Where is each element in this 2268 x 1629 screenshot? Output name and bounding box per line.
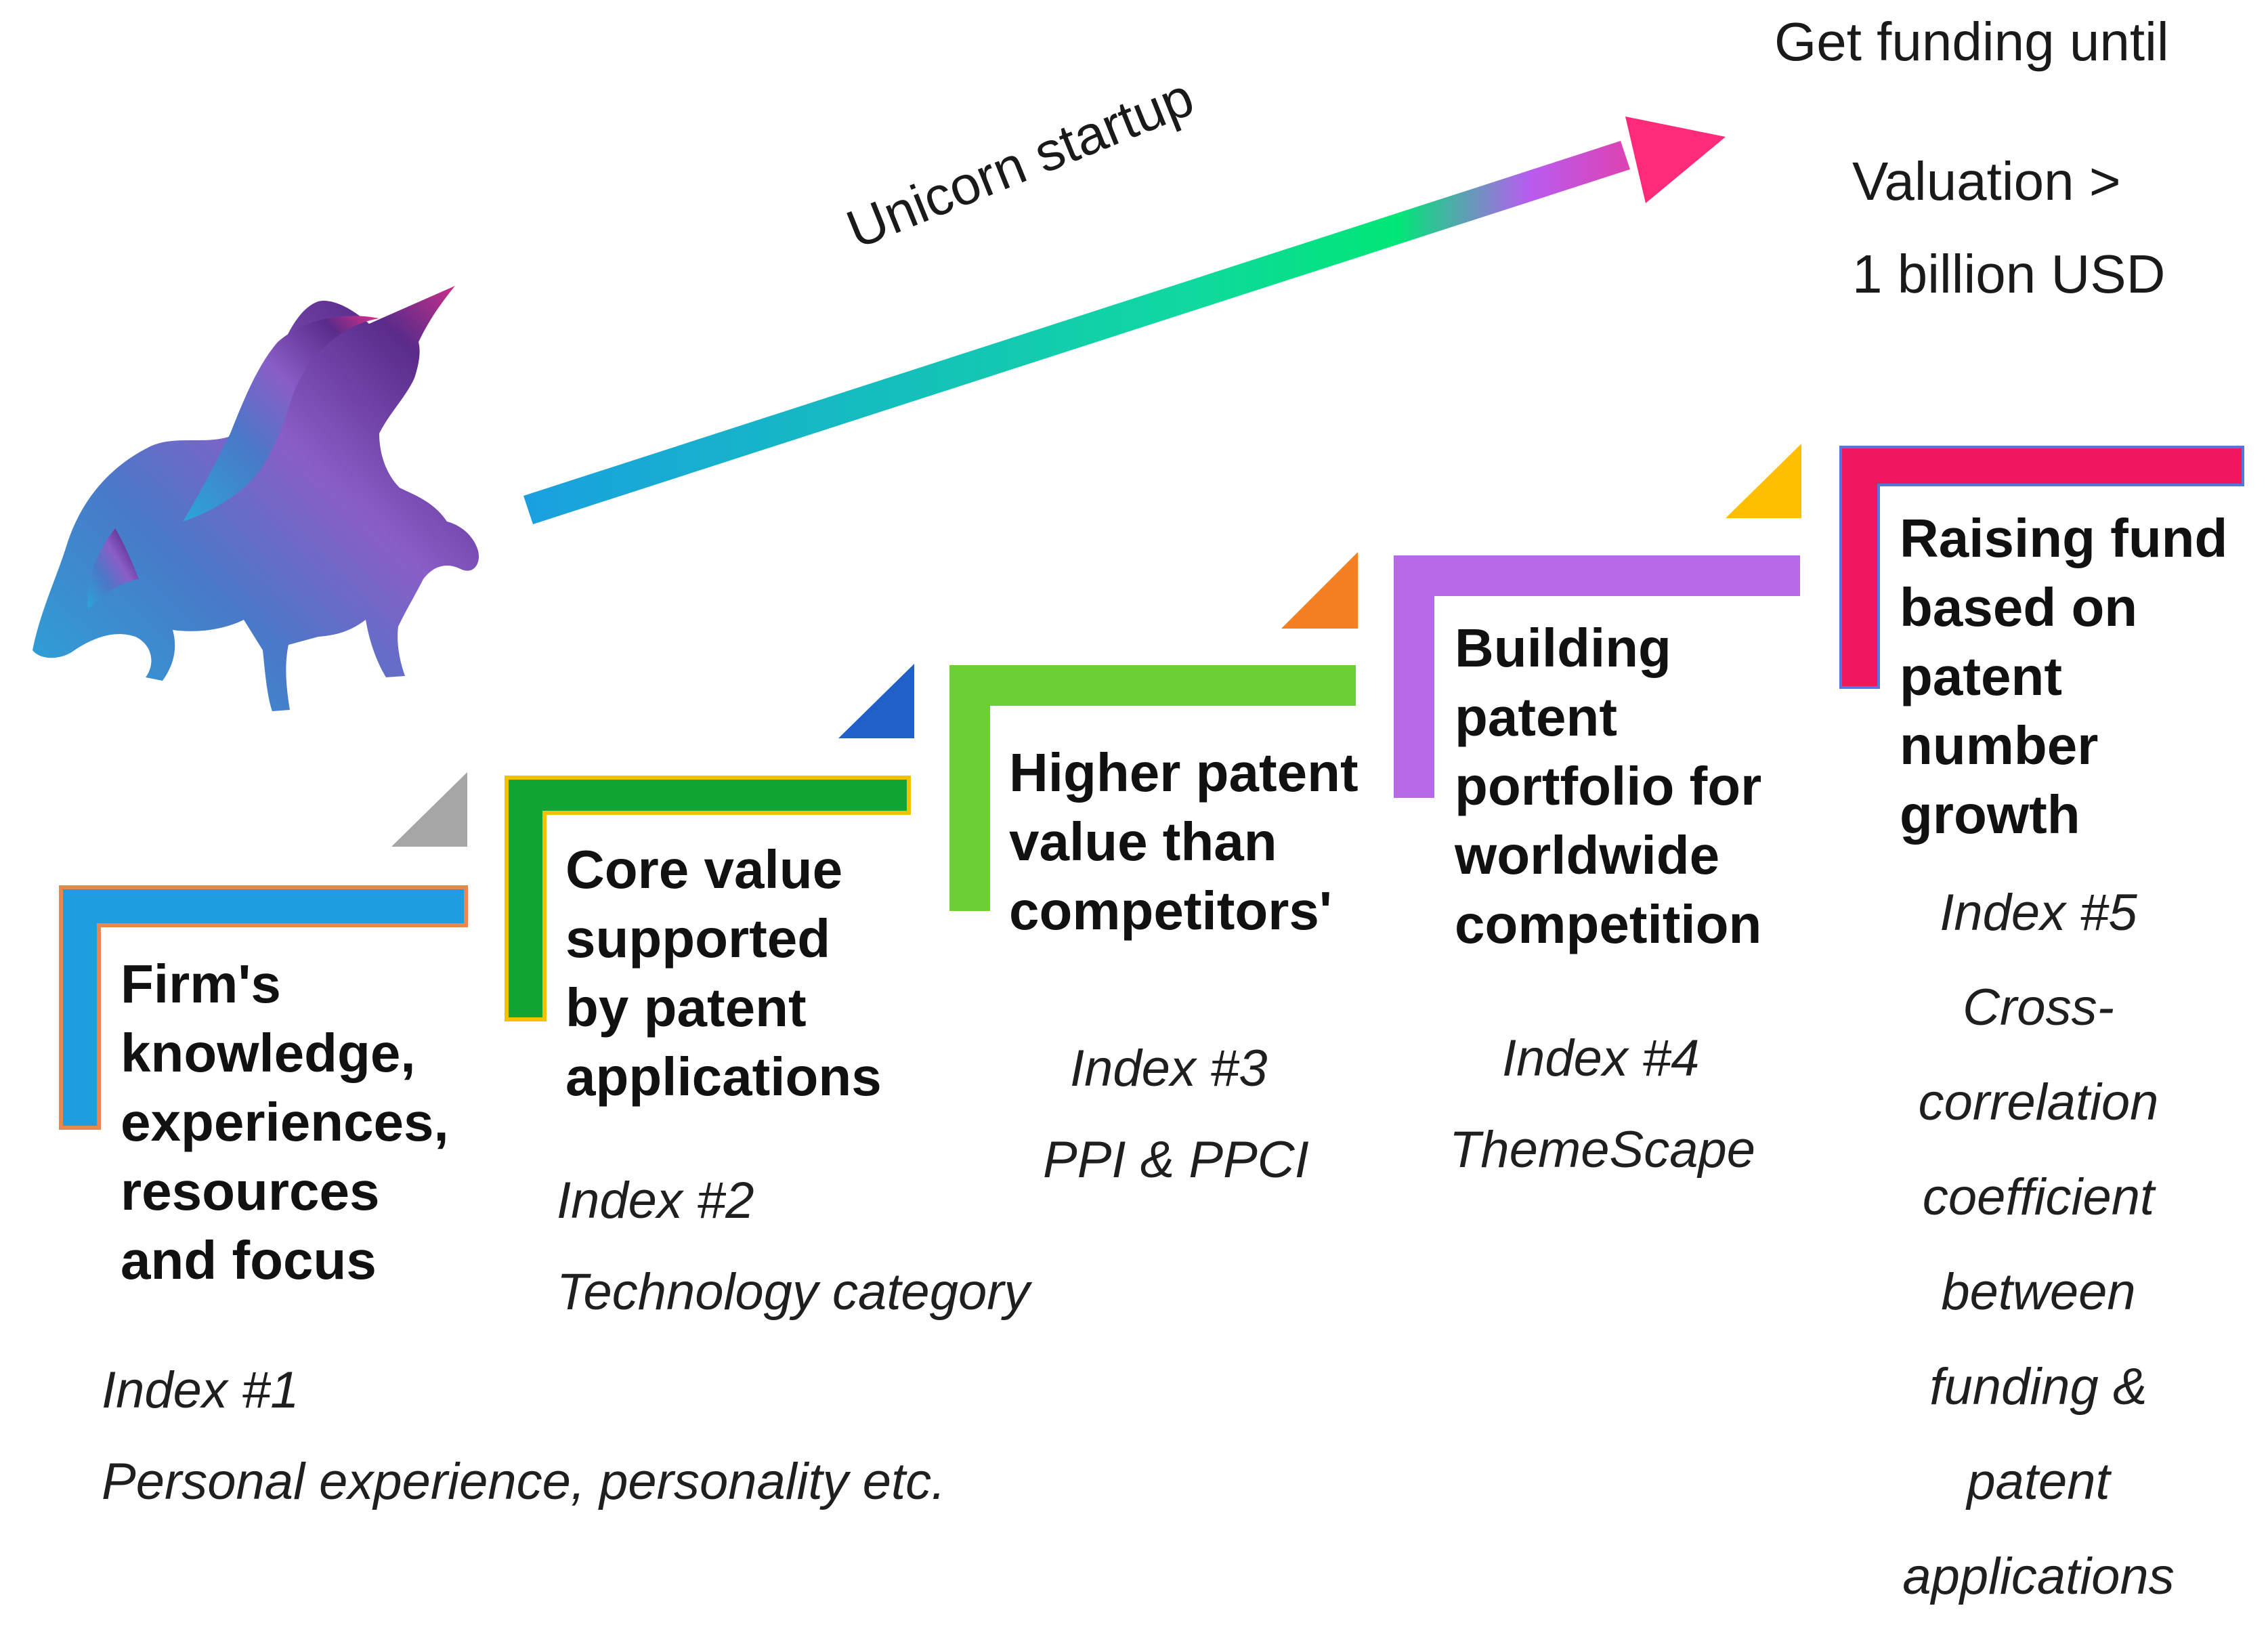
step-4-index-detail: ThemeScape xyxy=(1449,1121,1756,1179)
step-1-index-detail: Personal experience, personality etc. xyxy=(102,1453,946,1510)
step-1-bracket xyxy=(59,885,468,1130)
step-5-index-line: applications xyxy=(1902,1548,2175,1605)
unicorn-silhouette-icon xyxy=(33,286,479,711)
step-3-index-detail: PPI & PPCI xyxy=(1043,1131,1309,1189)
step-3-bracket xyxy=(949,665,1356,911)
step-2-index-detail: Technology category xyxy=(557,1263,1030,1321)
step-3-index-label: Index #3 xyxy=(1070,1040,1268,1097)
step-5-bracket xyxy=(1839,446,2244,689)
step-5-index-line: patent xyxy=(1967,1453,2110,1510)
goal-line-2: Valuation > xyxy=(1852,151,2121,211)
step-3-title: Higher patent value than competitors' xyxy=(1009,742,1358,941)
step-4-index-label: Index #4 xyxy=(1502,1030,1700,1087)
step-5-index-line: coefficient xyxy=(1922,1168,2155,1226)
goal-line-3: 1 billion USD xyxy=(1852,244,2166,304)
step-5-index-line: between xyxy=(1941,1263,2136,1321)
step-2-index-label: Index #2 xyxy=(557,1172,754,1229)
step-5-index-line: Cross- xyxy=(1963,979,2114,1036)
step-2-title: Core value supported by patent applicati… xyxy=(565,839,882,1107)
step-1-title: Firm's knowledge, experiences, resources… xyxy=(121,954,449,1290)
step-5-index-line: correlation xyxy=(1918,1074,2159,1131)
step-5-index-label: Index #5 xyxy=(1940,884,2137,942)
step-3-triangle xyxy=(1281,552,1358,629)
step-1-triangle xyxy=(391,772,467,847)
step-4-triangle xyxy=(1726,444,1801,518)
step-5-index-line: funding & xyxy=(1929,1358,2147,1416)
step-4-bracket xyxy=(1394,555,1800,798)
step-1-index-label: Index #1 xyxy=(102,1361,299,1419)
step-2-bracket xyxy=(505,776,911,1021)
step-4-title: Building patent portfolio for worldwide … xyxy=(1455,618,1762,954)
step-2-triangle xyxy=(838,664,914,738)
goal-line-1: Get funding until xyxy=(1774,12,2169,72)
growth-arrow xyxy=(523,117,1726,524)
step-5-title: Raising fund based on patent number grow… xyxy=(1900,508,2228,845)
